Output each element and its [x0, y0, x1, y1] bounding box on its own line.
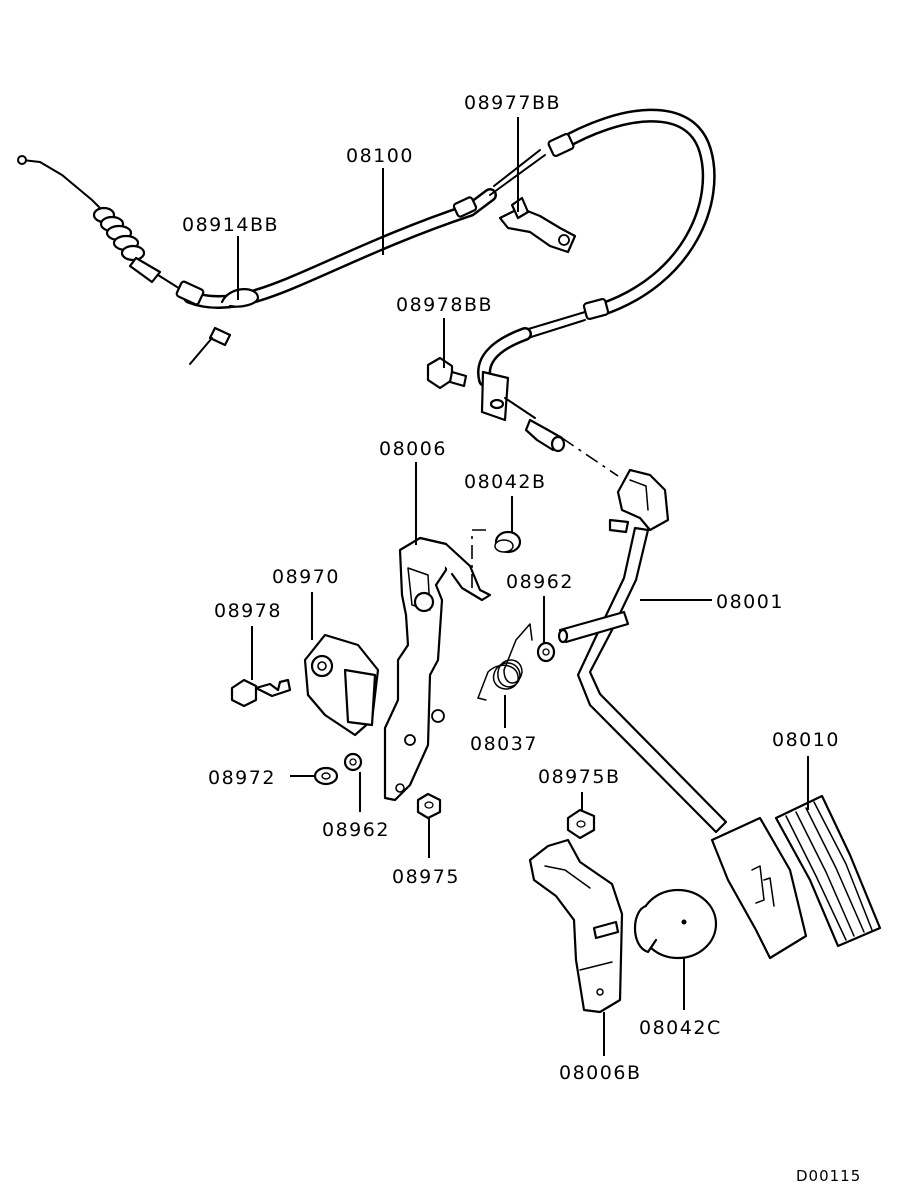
label-stopper-lower: 08042C [639, 1017, 722, 1039]
return-spring [477, 623, 533, 701]
label-bolt-sensor: 08978 [214, 600, 282, 622]
lower-bracket [528, 838, 624, 1014]
upper-stopper [494, 530, 522, 554]
right-nut [566, 808, 596, 840]
diagram-code: D00115 [796, 1167, 861, 1185]
label-nut-right: 08975B [538, 766, 620, 788]
pedal-position-sensor [303, 633, 380, 737]
accelerator-cable [17, 108, 716, 477]
label-bushing-right: 08962 [506, 571, 574, 593]
leader-lines [237, 117, 809, 1056]
label-pedal-arm: 08001 [716, 591, 784, 613]
label-cable-clip-upper: 08977BB [464, 92, 561, 114]
label-bolt-bracket: 08978BB [396, 294, 493, 316]
sensor-bolt [230, 678, 292, 708]
part-labels: 08100 08977BB 08914BB 08978BB 08006 0804… [182, 92, 861, 1185]
label-nut-lower: 08975 [392, 866, 460, 888]
pedal-pad [774, 794, 882, 948]
label-cable-clamp: 08914BB [182, 214, 279, 236]
lower-stopper [634, 888, 718, 960]
label-sensor: 08970 [272, 566, 340, 588]
cable-clamp [189, 288, 260, 365]
label-pedal-pad: 08010 [772, 729, 840, 751]
lower-bushing [343, 752, 363, 772]
lower-nut [416, 792, 442, 820]
label-bracket-lower: 08006B [559, 1062, 641, 1084]
label-cable: 08100 [346, 145, 414, 167]
cable-clip [498, 196, 577, 254]
cable-boot [92, 206, 186, 293]
label-stopper-upper: 08042B [464, 471, 546, 493]
washer [313, 766, 339, 786]
label-spring: 08037 [470, 733, 538, 755]
pedal-bracket [383, 529, 492, 802]
pedal-arm [557, 468, 808, 960]
label-nut-washer: 08972 [208, 767, 276, 789]
label-pedal-bracket: 08006 [379, 438, 447, 460]
label-bushing-lower: 08962 [322, 819, 390, 841]
right-bushing [536, 641, 556, 663]
bracket-bolt [426, 356, 468, 390]
